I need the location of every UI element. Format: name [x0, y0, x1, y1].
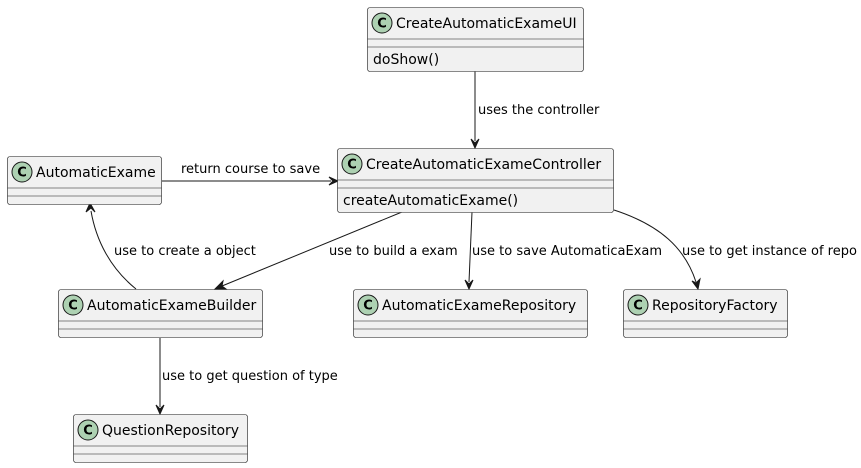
- relation-controller-to-repository-factory: use to get instance of repo: [613, 209, 857, 291]
- class-name: AutomaticExameBuilder: [87, 298, 257, 314]
- class-stereotype: C: [347, 158, 357, 173]
- class-question-repository: C QuestionRepository: [73, 414, 248, 463]
- class-create-automatic-exame-ui: C CreateAutomaticExameUI doShow(): [367, 7, 584, 72]
- class-name: QuestionRepository: [102, 423, 239, 439]
- class-icon: [341, 153, 363, 175]
- class-stereotype: C: [17, 166, 27, 181]
- class-name: AutomaticExameRepository: [382, 298, 576, 314]
- relation-label: uses the controller: [478, 103, 600, 118]
- relation-label: use to create a object: [114, 244, 256, 259]
- class-icon: [371, 12, 393, 34]
- relation-controller-to-builder: use to build a exam: [213, 211, 458, 290]
- class-stereotype: C: [363, 299, 373, 314]
- class-icon: [627, 294, 649, 316]
- class-stereotype: C: [377, 17, 387, 32]
- class-stereotype: C: [68, 299, 78, 314]
- relation-exame-to-controller: return course to save: [162, 162, 340, 186]
- class-name: CreateAutomaticExameController: [366, 157, 601, 173]
- relation-builder-to-exame: use to create a object: [85, 201, 256, 290]
- relation-label: return course to save: [181, 162, 320, 177]
- relation-label: use to get question of type: [162, 369, 338, 384]
- class-stereotype: C: [633, 299, 643, 314]
- class-repository-factory: C RepositoryFactory: [623, 289, 788, 338]
- class-create-automatic-exame-controller: C CreateAutomaticExameController createA…: [337, 148, 614, 213]
- class-icon: [11, 161, 33, 183]
- class-automatic-exame: C AutomaticExame: [7, 156, 162, 205]
- class-icon: [62, 294, 84, 316]
- class-icon: [77, 419, 99, 441]
- class-stereotype: C: [83, 424, 93, 439]
- class-name: AutomaticExame: [36, 165, 156, 181]
- class-name: RepositoryFactory: [652, 298, 778, 314]
- class-automatic-exame-repository: C AutomaticExameRepository: [353, 289, 588, 338]
- class-icon: [357, 294, 379, 316]
- class-method: createAutomaticExame(): [343, 193, 518, 209]
- relation-controller-to-exame-repository: use to save AutomaticaExam: [464, 211, 662, 291]
- relation-label: use to build a exam: [329, 244, 458, 259]
- relation-label: use to save AutomaticaExam: [472, 244, 662, 259]
- relation-ui-to-controller: uses the controller: [470, 71, 600, 150]
- class-method: doShow(): [373, 52, 439, 68]
- relation-builder-to-question-repository: use to get question of type: [155, 338, 338, 416]
- relation-label: use to get instance of repo: [682, 244, 857, 259]
- class-automatic-exame-builder: C AutomaticExameBuilder: [58, 289, 263, 338]
- class-name: CreateAutomaticExameUI: [396, 16, 577, 32]
